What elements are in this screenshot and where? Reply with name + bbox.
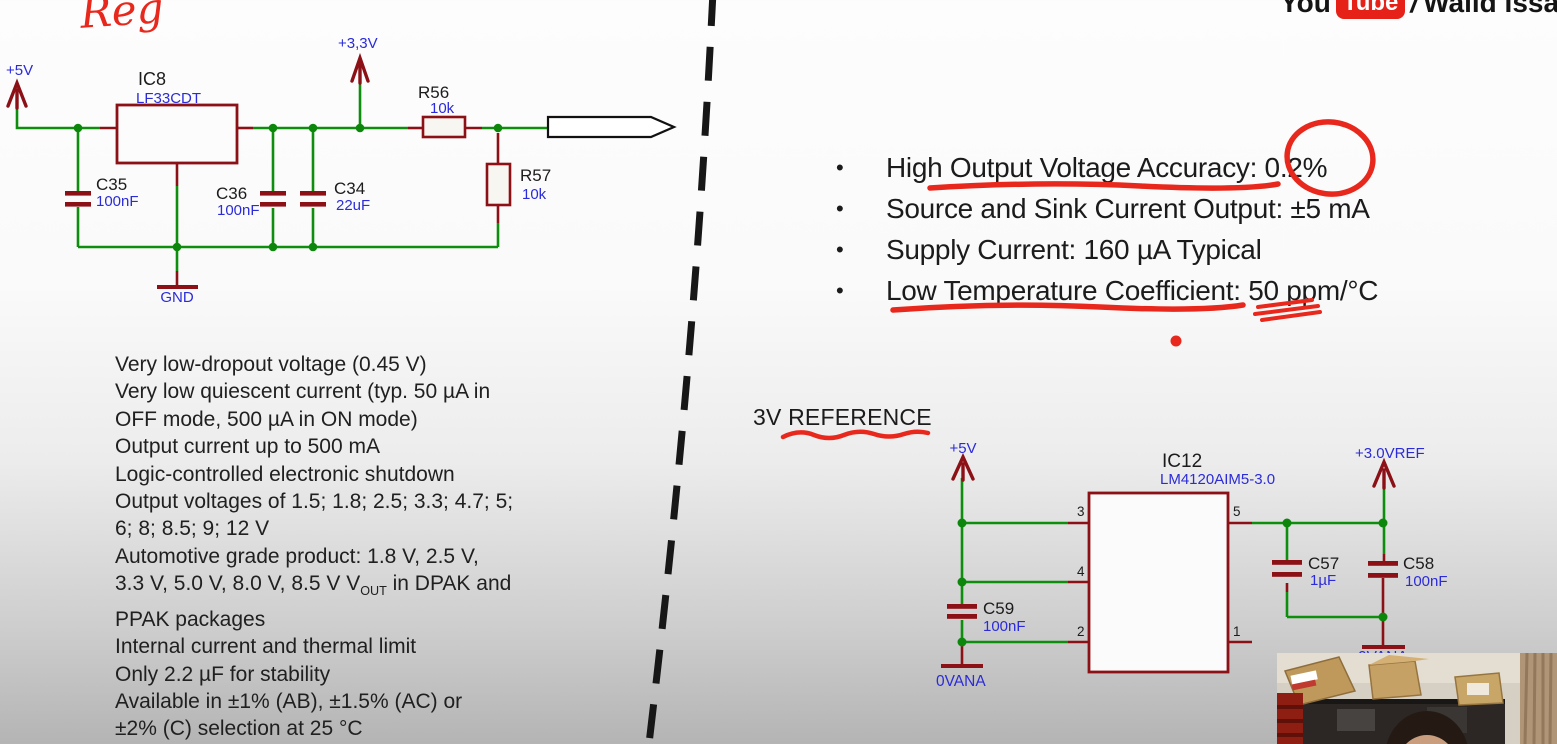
- net-label-3v3: +3,3V: [338, 35, 378, 52]
- feature-line: Internal current and thermal limit: [115, 635, 417, 659]
- c57-ref: C57: [1308, 554, 1340, 573]
- feature-line: 6; 8; 8.5; 9; 12 V: [115, 517, 270, 541]
- bullet-text: Low Temperature Coefficient: 50 ppm/°C: [886, 275, 1379, 307]
- bullet-dot: •: [836, 278, 844, 304]
- feature-line: Only 2.2 µF for stability: [115, 662, 331, 686]
- r56-value: 10k: [430, 100, 455, 117]
- bullet-item: • Source and Sink Current Output: ±5 mA: [830, 188, 1378, 229]
- feature-line: PPAK packages: [115, 607, 266, 631]
- bullet-dot: •: [836, 236, 844, 262]
- bullet-text: Source and Sink Current Output: ±5 mA: [886, 192, 1370, 224]
- feature-line: Very low quiescent current (typ. 50 µA i…: [115, 380, 491, 404]
- c35-ref: C35: [96, 175, 128, 194]
- pin-number-3: 3: [1077, 504, 1085, 519]
- feature-line: Very low-dropout voltage (0.45 V): [115, 353, 427, 376]
- c58-value: 100nF: [1405, 573, 1448, 590]
- c59-value: 100nF: [983, 618, 1026, 635]
- section-label-3v-reference: 3V REFERENCE: [753, 404, 932, 430]
- net-label-5v: +5V: [6, 62, 34, 79]
- feature-line: Logic-controlled electronic shutdown: [115, 462, 455, 486]
- feature-line: Output voltages of 1.5; 1.8; 2.5; 3.3; 4…: [115, 490, 514, 514]
- c36-value: 100nF: [217, 202, 260, 219]
- gnd-label: GND: [160, 289, 194, 306]
- youtube-you-text: You: [1280, 0, 1331, 18]
- bullet-dot: •: [836, 154, 844, 180]
- r56-ref: R56: [418, 83, 450, 102]
- ic8-ref: IC8: [138, 69, 167, 89]
- feature-line: Output current up to 500 mA: [115, 435, 380, 459]
- net-label-5v-right: +5V: [949, 440, 977, 457]
- bullet-text: Supply Current: 160 µA Typical: [886, 233, 1262, 265]
- r57-ref: R57: [520, 166, 552, 185]
- webcam-overlay: [1277, 653, 1557, 744]
- c34-value: 22uF: [336, 197, 371, 214]
- pin-number-1: 1: [1233, 624, 1241, 639]
- bullet-item: • High Output Voltage Accuracy: 0.2%: [830, 147, 1378, 188]
- watermark-slash: /: [1410, 0, 1419, 18]
- person-head: [1386, 711, 1468, 744]
- channel-name: Walid Issa: [1423, 0, 1557, 18]
- feature-line: OFF mode, 500 µA in ON mode): [115, 407, 418, 431]
- ic8-part: LF33CDT: [136, 90, 202, 107]
- ic12-part: LM4120AIM5-3.0: [1160, 471, 1276, 488]
- c34-ref: C34: [334, 179, 366, 198]
- bullet-item: • Low Temperature Coefficient: 50 ppm/°C: [830, 271, 1378, 312]
- bullet-dot: •: [836, 195, 844, 221]
- c57-value: 1µF: [1310, 572, 1337, 589]
- c58-ref: C58: [1403, 554, 1435, 573]
- cardboard-box: [1368, 660, 1422, 700]
- feature-line: Available in ±1% (AB), ±1.5% (AC) or: [115, 690, 463, 714]
- spec-bullet-list: • High Output Voltage Accuracy: 0.2% • Sour…: [830, 147, 1378, 312]
- feature-list: Very low-dropout voltage (0.45 V) Very lo…: [115, 351, 595, 743]
- c35-value: 100nF: [96, 193, 139, 210]
- net-label-3v0vref: +3.0VREF: [1355, 445, 1425, 462]
- pin-number-4: 4: [1077, 564, 1085, 579]
- youtube-tube-badge: Tube: [1335, 0, 1406, 19]
- pin-number-5: 5: [1233, 504, 1241, 519]
- r57-value: 10k: [522, 186, 547, 203]
- feature-line: 3.3 V, 5.0 V, 8.0 V, 8.5 V VOUT in DPAK …: [115, 572, 512, 599]
- feature-line: Automotive grade product: 1.8 V, 2.5 V,: [115, 544, 479, 568]
- bullet-item: • Supply Current: 160 µA Typical: [830, 229, 1378, 270]
- pin-number-2: 2: [1077, 624, 1085, 639]
- gnd-net-0vana: 0VANA: [936, 673, 986, 690]
- bullet-text: High Output Voltage Accuracy: 0.2%: [886, 151, 1328, 183]
- feature-line: ±2% (C) selection at 25 °C: [115, 717, 363, 741]
- youtube-watermark: You Tube / Walid Issa: [1280, 0, 1557, 19]
- ic12-ref: IC12: [1162, 451, 1203, 472]
- c59-ref: C59: [983, 599, 1015, 618]
- c36-ref: C36: [216, 184, 248, 203]
- handwritten-reg-note: Reg: [78, 0, 165, 38]
- dashed-divider: [645, 0, 717, 744]
